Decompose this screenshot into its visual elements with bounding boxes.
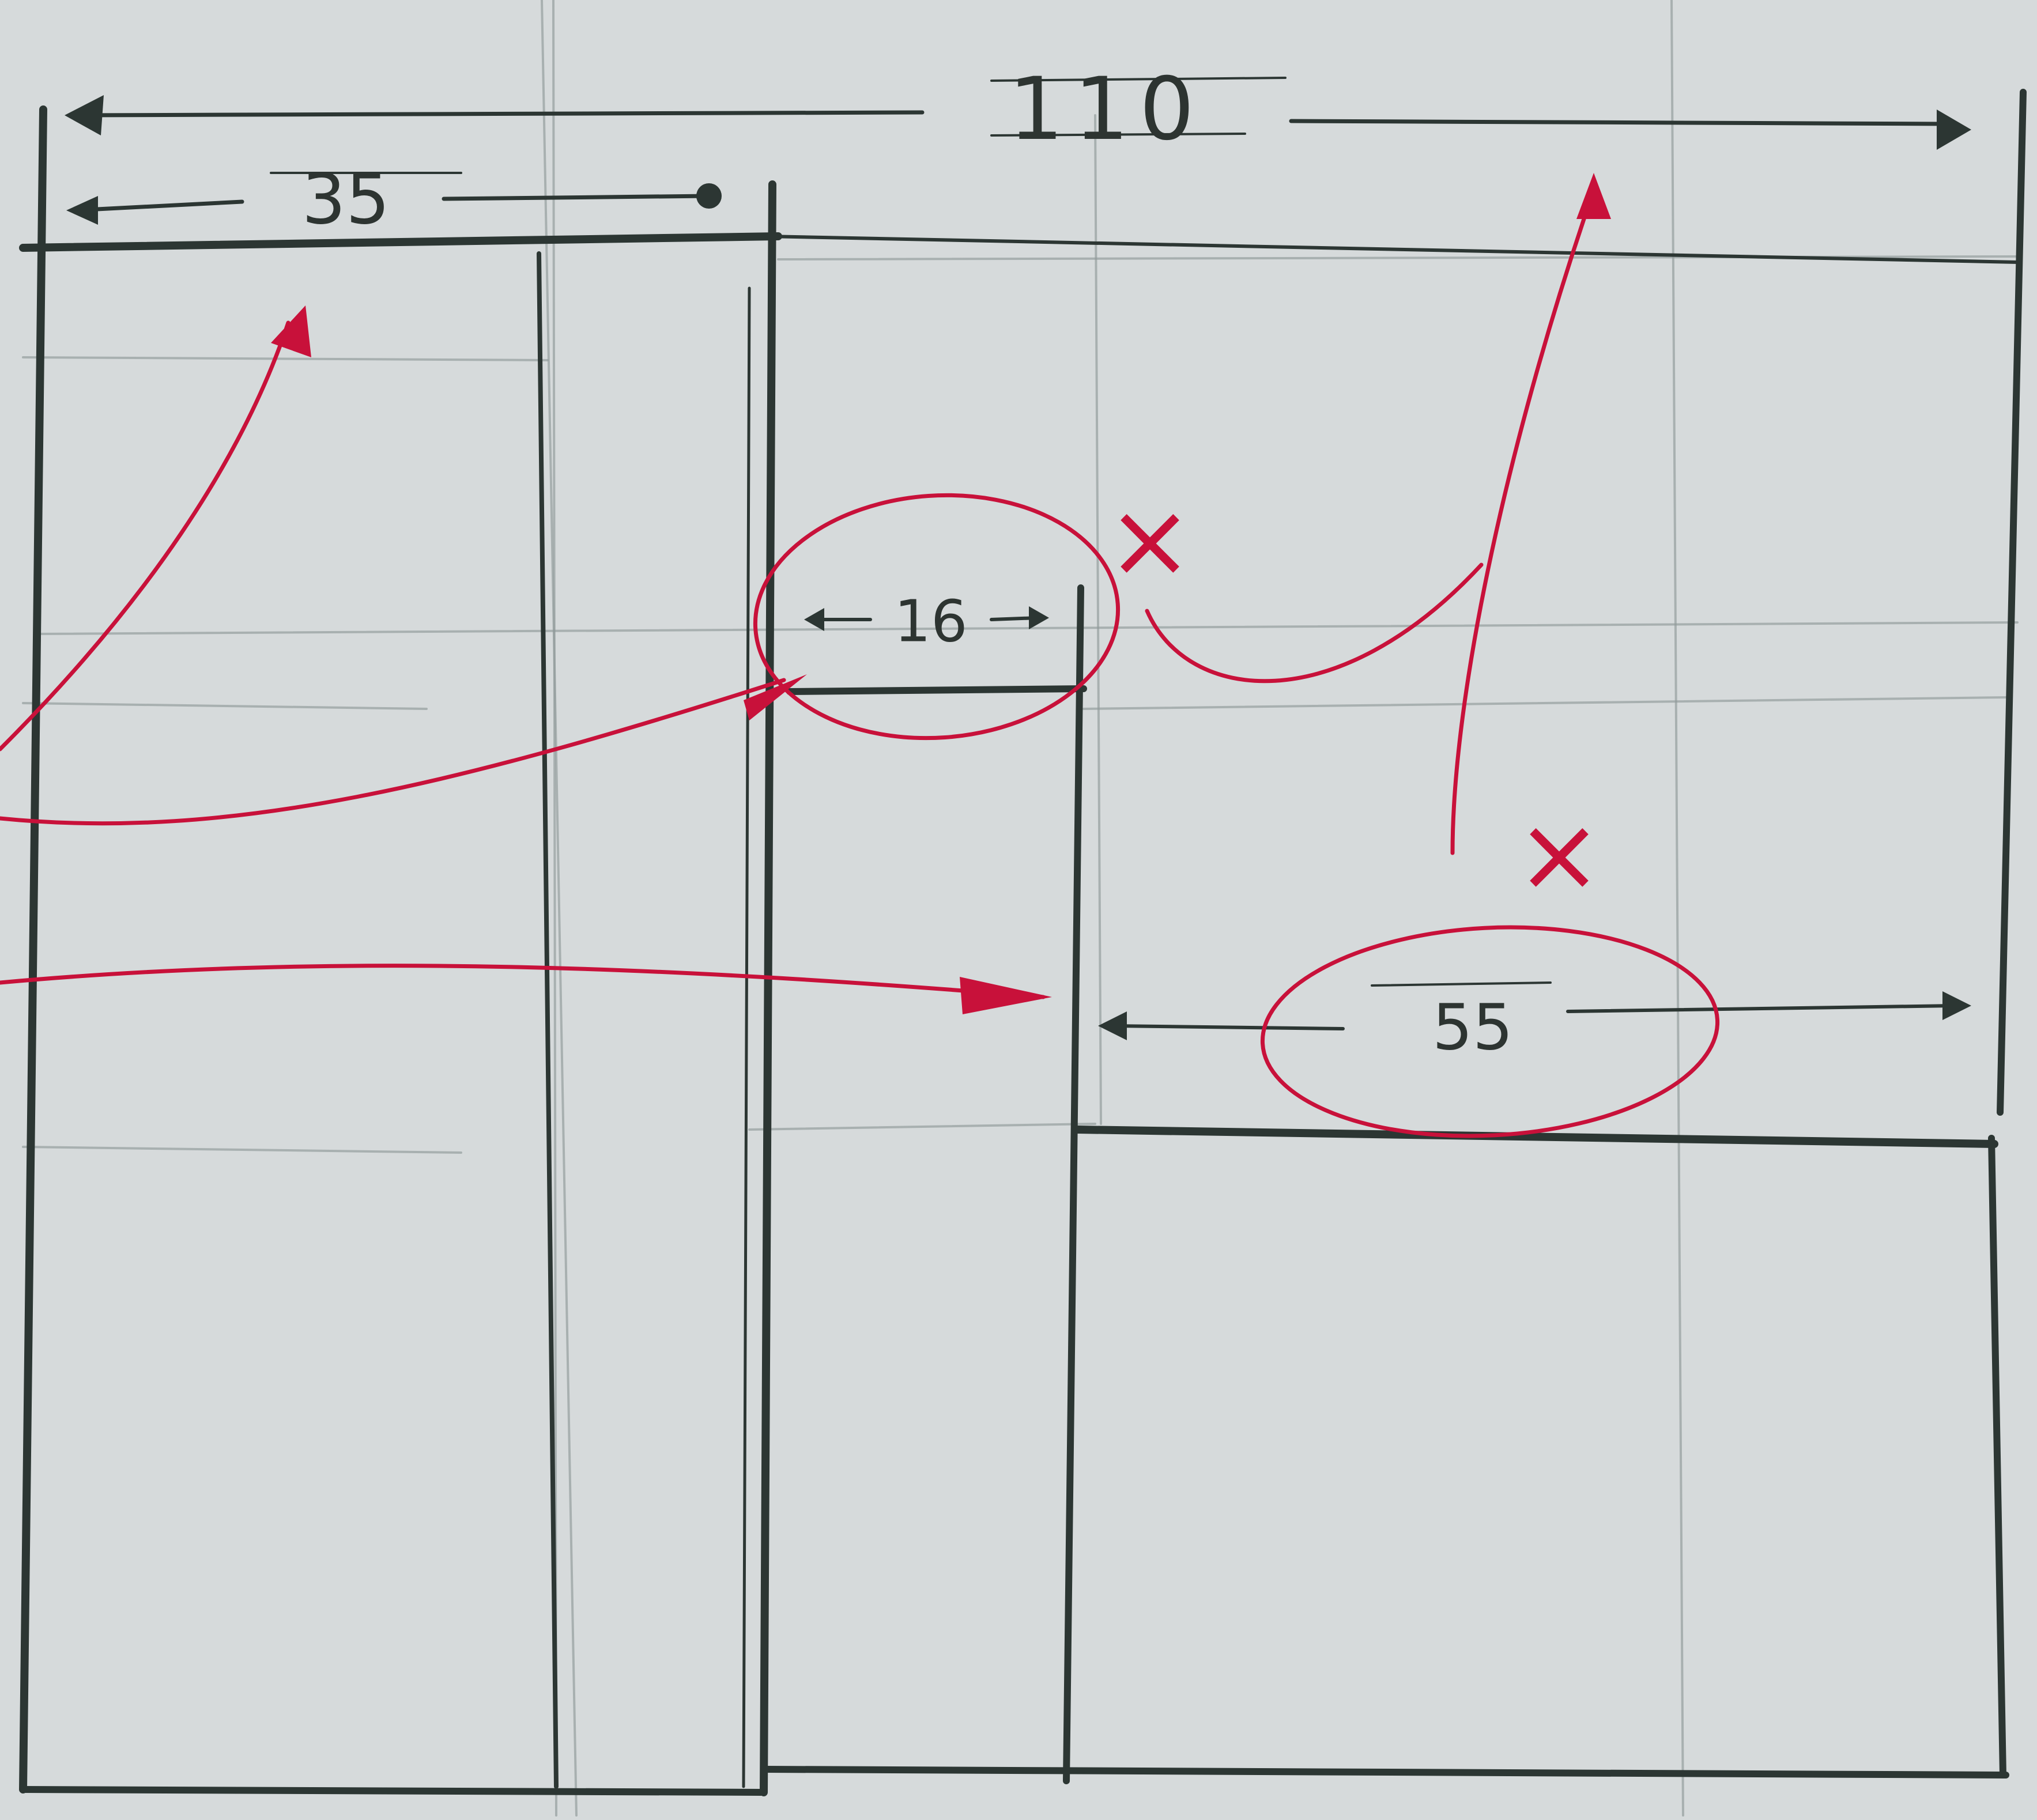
dimension-label-55: 55 [1432, 990, 1513, 1064]
arrowhead-right-16 [1029, 606, 1049, 629]
arrowhead-up [1576, 173, 1611, 219]
arrowhead-left-35 [66, 196, 98, 225]
middle-block-top [786, 685, 1087, 695]
arrow-up-to-top [1450, 188, 1596, 855]
dimension-label-35: 35 [302, 160, 390, 240]
left-column-frame [19, 105, 782, 1796]
arrow-to-right-block [0, 964, 1046, 999]
arrow-left-upward [0, 320, 291, 752]
dimension-16: 16 [804, 587, 1049, 655]
dimension-110: 110 [65, 59, 1971, 160]
arrowhead-left-110 [65, 95, 104, 135]
curve-to-right [1145, 562, 1484, 684]
top-rule-line [765, 235, 2019, 264]
circle-around-16 [753, 493, 1121, 741]
right-block-frame [1074, 89, 2027, 1779]
arrowhead-left-55 [1098, 1011, 1127, 1040]
dimension-label-16: 16 [894, 587, 967, 655]
dimension-55: 55 [1098, 981, 1971, 1064]
arrow-to-middle-block [0, 678, 786, 826]
arrowhead-left-16 [804, 608, 824, 631]
arrowhead-right-110 [1937, 109, 1971, 150]
dimension-35: 35 [66, 160, 722, 240]
dimension-label-110: 110 [1009, 59, 1205, 160]
circle-around-55 [1260, 925, 1720, 1138]
faint-grid [22, 0, 2019, 1817]
red-annotations: × × [0, 173, 1720, 1138]
middle-block-right-edge [1063, 584, 1084, 1784]
arrowhead-left-upward [271, 305, 311, 357]
bottom-base-line [763, 1766, 2009, 1779]
arrowhead-to-right-block [960, 977, 1052, 1014]
reject-mark-2: × [1516, 794, 1603, 915]
arrowhead-to-middle-block [744, 674, 807, 720]
arrowhead-right-35 [696, 183, 722, 209]
reject-mark-1: × [1107, 480, 1194, 601]
arrowhead-right-55 [1942, 991, 1971, 1020]
